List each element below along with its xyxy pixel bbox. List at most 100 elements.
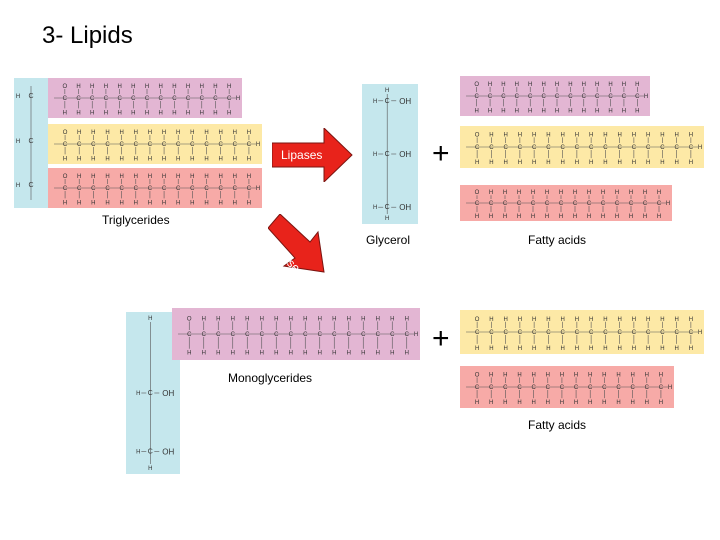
triglyceride-chain-2-hydrogen: H	[77, 156, 81, 162]
fatty-acid-bottom-2-hydrogen: H	[645, 400, 649, 406]
triglyceride-chain-3-hydrogen: H	[162, 174, 166, 180]
triglyceride-chain-3-hydrogen: H	[233, 200, 237, 206]
triglyceride-chain-3-hydrogen: H	[63, 200, 67, 206]
label-triglycerides: Triglycerides	[102, 213, 170, 227]
fatty-acid-bottom-1-carbon: C	[532, 330, 537, 336]
fatty-acid-bottom-2-carbon: C	[517, 385, 522, 391]
fatty-acid-top-2-carbon: C	[674, 145, 679, 151]
fatty-acid-top-2-carbon: C	[546, 145, 551, 151]
fatty-acid-top-3-hydrogen: H	[601, 190, 605, 196]
fatty-acid-top-3-terminal-h: H	[666, 201, 670, 207]
fatty-acid-bottom-1-carbon: C	[546, 330, 551, 336]
fatty-acid-top-3-carbon: C	[615, 201, 620, 207]
fatty-acid-bottom-1-carbon: C	[689, 330, 694, 336]
monoglyceride-chain-carbon: C	[245, 332, 250, 338]
monoglyceride-chain-hydrogen: H	[361, 316, 365, 322]
fatty-acid-top-1-hydrogen: H	[475, 108, 479, 114]
triglyceride-chain-3-carbon: C	[176, 186, 181, 192]
triglyceride-chain-3-hydrogen: H	[247, 200, 251, 206]
label-glycerol: Glycerol	[366, 233, 411, 247]
fatty-acid-top-2-carbon: C	[532, 145, 537, 151]
fatty-acid-bottom-2-carbon: C	[489, 385, 494, 391]
fatty-acid-top-1-hydrogen: H	[568, 82, 572, 88]
triglyceride-chain-2-carbon: C	[63, 142, 68, 148]
fatty-acid-bottom-2-hydrogen: H	[588, 372, 592, 378]
fatty-acid-bottom-2-hydrogen: H	[630, 400, 634, 406]
triglyceride-chain-3-hydrogen: H	[218, 174, 222, 180]
fatty-acid-top-1-hydrogen: H	[622, 108, 626, 114]
fatty-acid-top-2-hydrogen: H	[603, 132, 607, 138]
triglyceride-chain-2-carbon: C	[204, 142, 209, 148]
triglyceride-chain-1-hydrogen: H	[90, 110, 94, 116]
monoglyceride-chain-hydrogen: H	[332, 316, 336, 322]
triglyceride-chain-2-hydrogen: H	[148, 130, 152, 136]
monoglyceride-chain-hydrogen: H	[361, 351, 365, 357]
triglyceride-chain-2-hydrogen: H	[218, 156, 222, 162]
monoglyceride-chain-hydrogen: H	[216, 351, 220, 357]
triglyceride-chain-2-hydrogen: H	[119, 156, 123, 162]
triglyceride-chain-2-oxygen: O	[63, 130, 68, 136]
fatty-acid-top-3-hydrogen: H	[545, 190, 549, 196]
fatty-acid-top-2-carbon: C	[689, 145, 694, 151]
fatty-acid-bottom-1-carbon: C	[632, 330, 637, 336]
fatty-acid-top-1-hydrogen: H	[541, 108, 545, 114]
triglyceride-chain-3-carbon: C	[119, 186, 124, 192]
fatty-acid-top-1-hydrogen: H	[515, 108, 519, 114]
triglyceride-chain-3-carbon: C	[91, 186, 96, 192]
triglyceride-chain-2-hydrogen: H	[190, 130, 194, 136]
fatty-acid-top-1-hydrogen: H	[501, 82, 505, 88]
triglyceride-chain-1-hydrogen: H	[63, 110, 67, 116]
fatty-acid-bottom-1-hydrogen: H	[560, 346, 564, 352]
triglyceride-chain-3-carbon: C	[204, 186, 209, 192]
triglyceride-chain-1-carbon: C	[172, 96, 177, 102]
fatty-acid-top-2-hydrogen: H	[617, 160, 621, 166]
monoglyceride-glycerol-hydrogen: H	[148, 466, 152, 472]
fatty-acid-top-1-hydrogen: H	[555, 82, 559, 88]
fatty-acid-bottom-2-hydrogen: H	[602, 372, 606, 378]
lipases-arrow-diagonal: Lipases	[268, 214, 348, 294]
triglyceride-chain-2-hydrogen: H	[91, 130, 95, 136]
fatty-acid-bottom-2-carbon: C	[602, 385, 607, 391]
triglyceride-chain-1-carbon: C	[145, 96, 150, 102]
triglyceride-chain-3-hydrogen: H	[190, 174, 194, 180]
fatty-acid-top-3-hydrogen: H	[475, 214, 479, 220]
monoglyceride-chain-hydrogen: H	[303, 316, 307, 322]
triglyceride-chain-2-carbon: C	[247, 142, 252, 148]
triglyceride-chain-2-hydrogen: H	[105, 130, 109, 136]
monoglyceride-glycerol-hydrogen: H	[148, 316, 152, 322]
fatty-acid-top-2-hydrogen: H	[503, 160, 507, 166]
monoglyceride-chain-carbon: C	[318, 332, 323, 338]
fatty-acid-top-1-carbon: C	[541, 94, 546, 100]
triglyceride-chain-3-hydrogen: H	[247, 174, 251, 180]
fatty-acid-top-1-hydrogen: H	[488, 82, 492, 88]
triglyceride-chain-1-hydrogen: H	[227, 110, 231, 116]
fatty-acid-top-3-hydrogen: H	[629, 190, 633, 196]
monoglyceride-glycerol-carbon: C	[148, 390, 153, 397]
fatty-acid-bottom-1-hydrogen: H	[617, 317, 621, 323]
fatty-acid-top-3-hydrogen: H	[517, 190, 521, 196]
fatty-acid-top-2-carbon: C	[660, 145, 665, 151]
triglyceride-chain-1-carbon: C	[76, 96, 81, 102]
fatty-acid-top-3-hydrogen: H	[573, 214, 577, 220]
triglyceride-chain-2-hydrogen: H	[204, 130, 208, 136]
triglyceride-chain-1-hydrogen: H	[76, 110, 80, 116]
fatty-acid-bottom-2-hydrogen: H	[517, 372, 521, 378]
fatty-acid-bottom-2-hydrogen: H	[489, 400, 493, 406]
fatty-acid-bottom-1-hydrogen: H	[689, 346, 693, 352]
fatty-acid-top-1-carbon: C	[555, 94, 560, 100]
triglyceride-chain-2-carbon: C	[91, 142, 96, 148]
triglyceride-chain-2-hydrogen: H	[162, 156, 166, 162]
fatty-acid-top-3-hydrogen: H	[489, 214, 493, 220]
monoglyceride-chain-hydrogen: H	[332, 351, 336, 357]
fatty-acid-top-2-hydrogen: H	[589, 132, 593, 138]
triglyceride-chain-2-carbon: C	[148, 142, 153, 148]
fatty-acid-top-2-hydrogen: H	[575, 132, 579, 138]
fatty-acid-bottom-2-hydrogen: H	[574, 372, 578, 378]
fatty-acid-top-2-carbon: C	[489, 145, 494, 151]
fatty-acid-bottom-1-hydrogen: H	[518, 346, 522, 352]
fatty-acid-bottom-2-hydrogen: H	[602, 400, 606, 406]
fatty-acid-top-3-carbon: C	[657, 201, 662, 207]
triglyceride-chain-2-carbon: C	[190, 142, 195, 148]
fatty-acid-bottom-1-hydrogen: H	[575, 346, 579, 352]
fatty-acid-bottom-2-hydrogen: H	[588, 400, 592, 406]
